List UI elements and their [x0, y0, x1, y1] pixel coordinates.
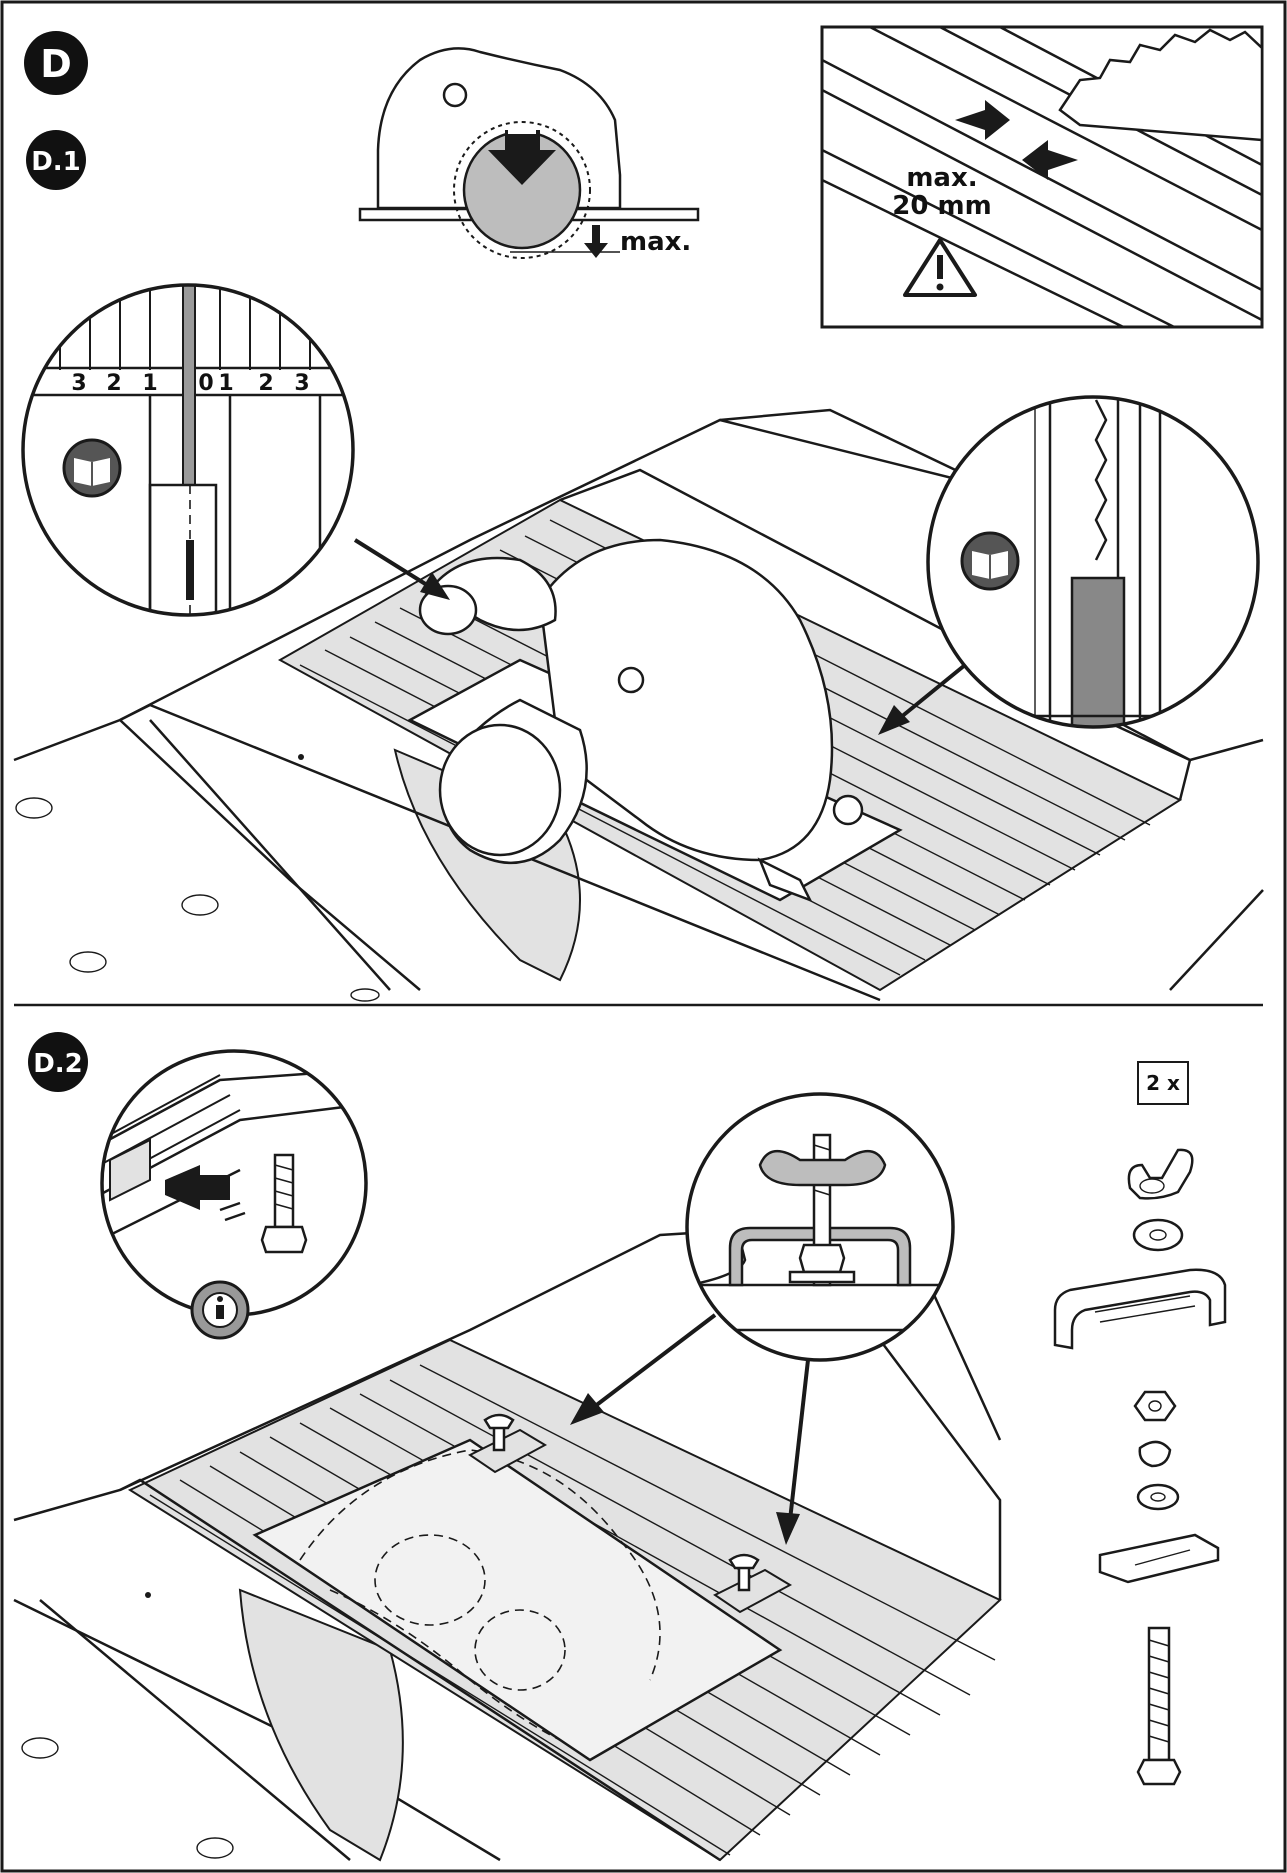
blade-gap-detail: max. 20 mm [820, 25, 1264, 329]
badge-d2-label: D.2 [33, 1049, 83, 1079]
manual-info-icon-right [960, 531, 1020, 591]
scale-tick-left-2: 2 [106, 371, 121, 396]
wing-nut-icon [1127, 1148, 1194, 1200]
slot-plate-icon [1098, 1533, 1220, 1584]
table-saw-assembly-step1 [13, 408, 1264, 1002]
scale-detail-circle: 3 2 1 0 1 2 3 [21, 283, 355, 617]
badge-d1: D.1 [26, 130, 86, 190]
scale-tick-right-0: 0 [198, 371, 213, 396]
info-icon [190, 1280, 250, 1340]
spring-washer-icon [1138, 1440, 1172, 1468]
badge-d2: D.2 [28, 1032, 88, 1092]
washer-icon [1132, 1218, 1184, 1252]
depth-max-label: max. [620, 227, 691, 257]
warning-triangle-icon [903, 238, 977, 297]
clamp-left [468, 1413, 548, 1474]
badge-d-label: D [40, 42, 72, 86]
hex-bolt-icon [1136, 1626, 1182, 1786]
hex-nut-icon [1133, 1390, 1177, 1422]
hardware-parts-list: 2 x [1053, 1061, 1227, 1786]
scale-tick-right-1: 1 [218, 371, 233, 396]
quantity-label: 2 x [1146, 1071, 1180, 1095]
clamp-detail-circle [685, 1092, 955, 1362]
badge-d1-label: D.1 [31, 147, 81, 177]
gap-value-label: 20 mm [892, 191, 991, 221]
scale-tick-right-3: 3 [294, 371, 309, 396]
saw-depth-illustration: max. [358, 47, 700, 259]
washer-icon-2 [1136, 1483, 1180, 1511]
clamp-right [713, 1553, 793, 1614]
badge-d: D [24, 31, 88, 95]
bolt-slide-detail-circle [100, 1049, 368, 1340]
gap-max-label: max. [906, 163, 977, 193]
scale-tick-left-3: 3 [71, 371, 86, 396]
clamp-bracket-icon [1053, 1268, 1227, 1350]
scale-tick-right-2: 2 [258, 371, 273, 396]
table-saw-assembly-step2 [13, 1218, 1002, 1862]
manual-info-icon [62, 438, 122, 498]
scale-tick-left-1: 1 [142, 371, 157, 396]
indicator-detail-circle [926, 395, 1260, 729]
